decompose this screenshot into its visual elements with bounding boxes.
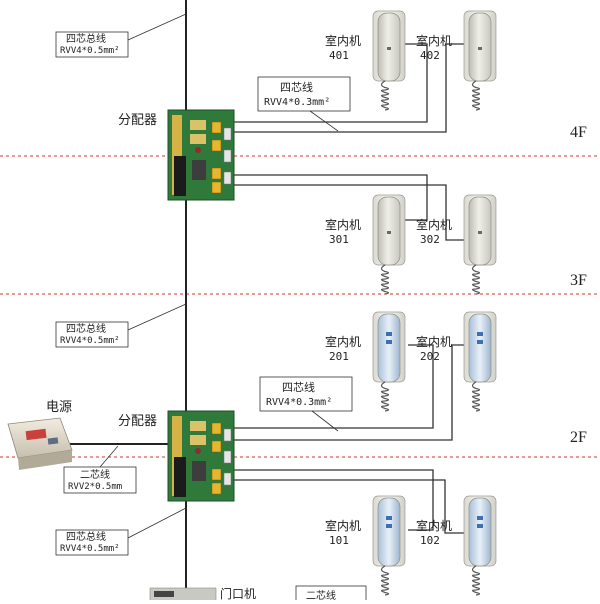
indoor-unit-label: 室内机	[416, 33, 452, 48]
intercom-handset-icon	[468, 497, 492, 567]
power-label: 电源	[46, 400, 72, 415]
distributor-label-upper: 分配器	[118, 113, 157, 128]
indoor-unit-number: 102	[420, 534, 440, 547]
intercom-handset-icon	[377, 497, 401, 567]
intercom-handset-icon	[468, 313, 492, 383]
callout-bottom: 二芯线	[295, 585, 367, 604]
callout-bottom-title: 二芯线	[306, 589, 336, 600]
callout-bus-bottom: 四芯总线 RVV4*0.5mm²	[55, 507, 187, 556]
floor-dividers	[0, 155, 600, 458]
indoor-unit-number: 401	[329, 49, 349, 62]
indoor-unit-label: 室内机	[416, 518, 452, 533]
indoor-unit-number: 101	[329, 534, 349, 547]
branch-wires-upper	[232, 43, 470, 241]
intercom-handset-icon	[377, 313, 401, 383]
callout-bus-bottom-title: 四芯总线	[66, 530, 106, 543]
callout-bus-bottom-spec: RVV4*0.5mm²	[60, 544, 120, 554]
callout-branch-top-spec: RVV4*0.3mm²	[264, 97, 330, 108]
callout-branch-bottom: 四芯线 RVV4*0.3mm²	[259, 376, 353, 432]
distributor-board-lower	[167, 410, 235, 502]
indoor-unit-number: 302	[420, 233, 440, 246]
coiled-cord-icon	[380, 565, 390, 596]
coiled-cord-icon	[471, 264, 481, 295]
floor-label-2f: 2F	[570, 429, 587, 446]
indoor-unit-number: 202	[420, 350, 440, 363]
indoor-units: 室内机401室内机402室内机301室内机302室内机201室内机202室内机1…	[325, 10, 497, 596]
callout-bus-top-spec: RVV4*0.5mm²	[60, 46, 120, 56]
callout-power-title: 二芯线	[80, 468, 110, 481]
door-unit-label: 门口机	[220, 586, 256, 600]
callout-branch-top: 四芯线 RVV4*0.3mm²	[257, 76, 351, 132]
indoor-unit-number: 402	[420, 49, 440, 62]
callout-bus-top: 四芯总线 RVV4*0.5mm²	[55, 13, 187, 58]
indoor-unit-label: 室内机	[416, 334, 452, 349]
indoor-unit-label: 室内机	[416, 217, 452, 232]
callout-branch-bottom-title: 四芯线	[282, 380, 315, 394]
power-supply-icon	[7, 417, 73, 470]
callout-branch-bottom-spec: RVV4*0.3mm²	[266, 397, 332, 408]
door-unit-icon	[149, 587, 217, 603]
callout-branch-top-title: 四芯线	[280, 80, 313, 94]
branch-wires-lower	[232, 344, 470, 534]
coiled-cord-icon	[471, 80, 481, 111]
callout-power-spec: RVV2*0.5mm	[68, 482, 122, 492]
coiled-cord-icon	[471, 565, 481, 596]
coiled-cord-icon	[380, 80, 390, 111]
callout-bus-top-title: 四芯总线	[66, 32, 106, 45]
indoor-unit-label: 室内机	[325, 33, 361, 48]
coiled-cord-icon	[380, 381, 390, 412]
distributor-board-upper	[167, 109, 235, 201]
callout-power: 二芯线 RVV2*0.5mm	[63, 445, 137, 494]
indoor-unit-number: 201	[329, 350, 349, 363]
indoor-unit-label: 室内机	[325, 217, 361, 232]
indoor-unit-number: 301	[329, 233, 349, 246]
distributor-label-lower: 分配器	[118, 414, 157, 429]
callout-bus-mid-title: 四芯总线	[66, 322, 106, 335]
indoor-unit-label: 室内机	[325, 334, 361, 349]
indoor-unit-label: 室内机	[325, 518, 361, 533]
coiled-cord-icon	[380, 264, 390, 295]
floor-label-4f: 4F	[570, 124, 587, 141]
callout-bus-mid: 四芯总线 RVV4*0.5mm²	[55, 303, 187, 348]
floor-label-3f: 3F	[570, 272, 587, 289]
callout-bus-mid-spec: RVV4*0.5mm²	[60, 336, 120, 346]
coiled-cord-icon	[471, 381, 481, 412]
